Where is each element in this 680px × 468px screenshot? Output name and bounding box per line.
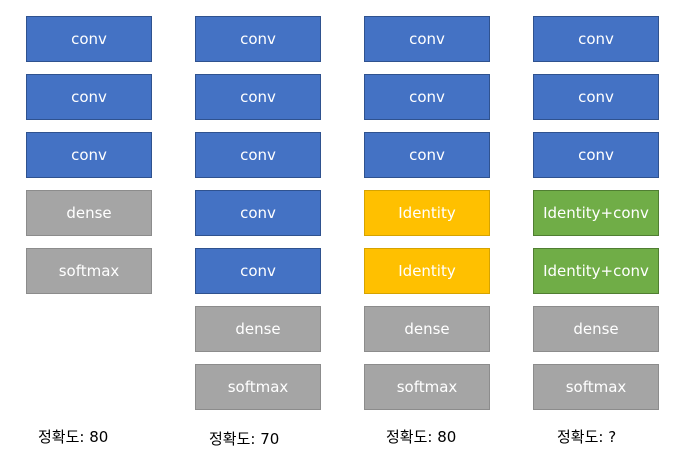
softmax-layer-block: softmax [533, 364, 659, 410]
conv-layer-block: conv [195, 16, 321, 62]
conv-layer-block: conv [26, 132, 152, 178]
conv-layer-block: conv [195, 248, 321, 294]
dense-layer-block: dense [533, 306, 659, 352]
dense-layer-block: dense [364, 306, 490, 352]
conv-layer-block: conv [195, 74, 321, 120]
conv-layer-block: conv [533, 16, 659, 62]
accuracy-label: 정확도: ? [557, 428, 617, 446]
conv-layer-block: conv [26, 16, 152, 62]
dense-layer-block: dense [195, 306, 321, 352]
identity-layer-block: Identity [364, 190, 490, 236]
accuracy-label: 정확도: 80 [38, 428, 109, 446]
dense-layer-block: dense [26, 190, 152, 236]
conv-layer-block: conv [364, 132, 490, 178]
softmax-layer-block: softmax [26, 248, 152, 294]
accuracy-label: 정확도: 70 [209, 430, 280, 448]
softmax-layer-block: softmax [195, 364, 321, 410]
conv-layer-block: conv [533, 132, 659, 178]
conv-layer-block: conv [195, 132, 321, 178]
identity-layer-block: Identity [364, 248, 490, 294]
accuracy-label: 정확도: 80 [386, 428, 457, 446]
conv-layer-block: conv [364, 74, 490, 120]
identity-conv-layer-block: Identity+conv [533, 190, 659, 236]
conv-layer-block: conv [26, 74, 152, 120]
conv-layer-block: conv [533, 74, 659, 120]
conv-layer-block: conv [195, 190, 321, 236]
softmax-layer-block: softmax [364, 364, 490, 410]
identity-conv-layer-block: Identity+conv [533, 248, 659, 294]
conv-layer-block: conv [364, 16, 490, 62]
